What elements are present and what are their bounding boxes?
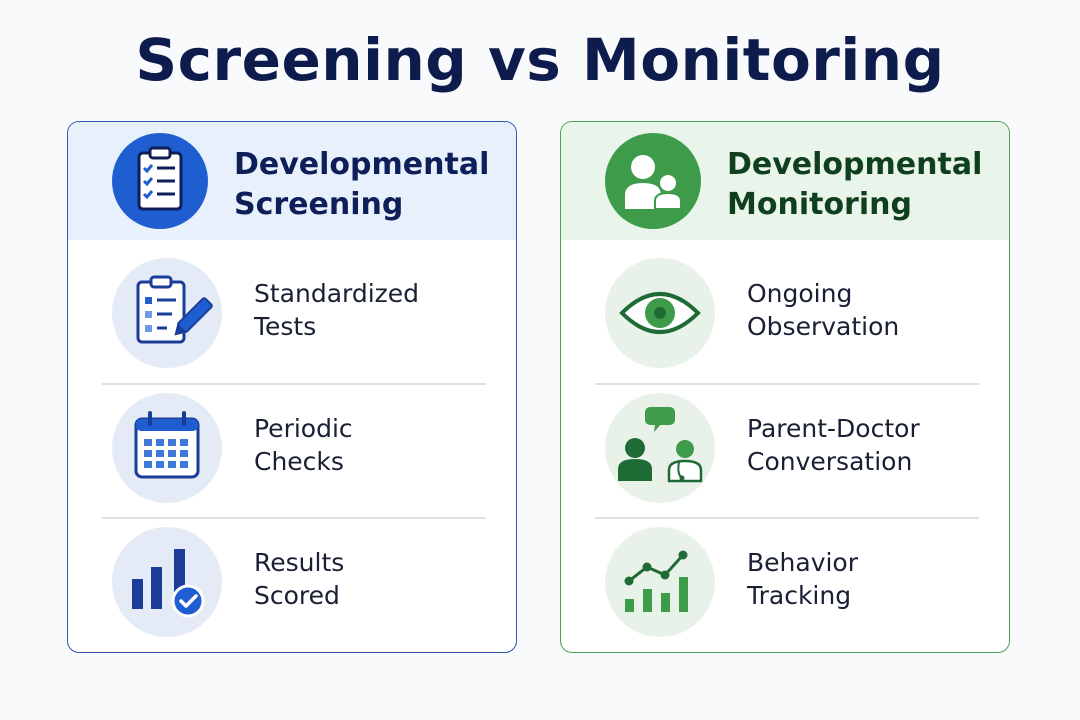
monitoring-item-behavior-tracking: Behavior Tracking	[561, 517, 1009, 651]
screening-item-periodic-checks: Periodic Checks	[68, 383, 516, 517]
screening-panel: Developmental Screening Standardize	[67, 121, 517, 653]
screening-item-results-scored: Results Scored	[68, 517, 516, 651]
monitoring-item-line2: Observation	[747, 312, 900, 341]
monitoring-item-line2: Conversation	[747, 447, 913, 476]
screening-title-line2: Screening	[234, 187, 404, 222]
screening-header: Developmental Screening	[68, 122, 516, 240]
bar-chart-check-icon	[112, 527, 222, 637]
page-title: Screening vs Monitoring	[135, 26, 945, 94]
monitoring-item-label: Behavior Tracking	[747, 546, 987, 612]
calendar-icon	[112, 393, 222, 503]
monitoring-item-line1: Behavior	[747, 548, 859, 577]
clipboard-checklist-icon	[112, 133, 208, 229]
screening-item-line2: Scored	[254, 581, 340, 610]
monitoring-title-line2: Monitoring	[727, 187, 912, 222]
screening-item-label: Results Scored	[254, 546, 494, 612]
screening-title-line1: Developmental	[234, 147, 490, 182]
monitoring-title: Developmental Monitoring	[727, 145, 997, 225]
divider	[595, 383, 979, 385]
monitoring-item-ongoing-observation: Ongoing Observation	[561, 248, 1009, 382]
eye-icon	[605, 258, 715, 368]
screening-item-label: Periodic Checks	[254, 412, 494, 478]
screening-title: Developmental Screening	[234, 145, 504, 225]
monitoring-item-label: Parent-Doctor Conversation	[747, 412, 987, 478]
monitoring-panel: Developmental Monitoring Ongoing Observa…	[560, 121, 1010, 653]
divider	[595, 517, 979, 519]
monitoring-header: Developmental Monitoring	[561, 122, 1009, 240]
parent-doctor-chat-icon	[605, 393, 715, 503]
monitoring-item-line1: Ongoing	[747, 279, 853, 308]
monitoring-item-line2: Tracking	[747, 581, 852, 610]
monitoring-item-parent-doctor-conversation: Parent-Doctor Conversation	[561, 383, 1009, 517]
screening-item-line1: Periodic	[254, 414, 353, 443]
monitoring-title-line1: Developmental	[727, 147, 983, 182]
screening-item-label: Standardized Tests	[254, 277, 494, 343]
divider	[102, 517, 486, 519]
screening-item-line1: Results	[254, 548, 345, 577]
screening-item-standardized-tests: Standardized Tests	[68, 248, 516, 382]
trend-chart-icon	[605, 527, 715, 637]
monitoring-item-label: Ongoing Observation	[747, 277, 987, 343]
clipboard-pencil-icon	[112, 258, 222, 368]
divider	[102, 383, 486, 385]
screening-item-line1: Standardized	[254, 279, 420, 308]
monitoring-item-line1: Parent-Doctor	[747, 414, 920, 443]
screening-item-line2: Checks	[254, 447, 344, 476]
screening-item-line2: Tests	[254, 312, 317, 341]
parent-child-icon	[605, 133, 701, 229]
